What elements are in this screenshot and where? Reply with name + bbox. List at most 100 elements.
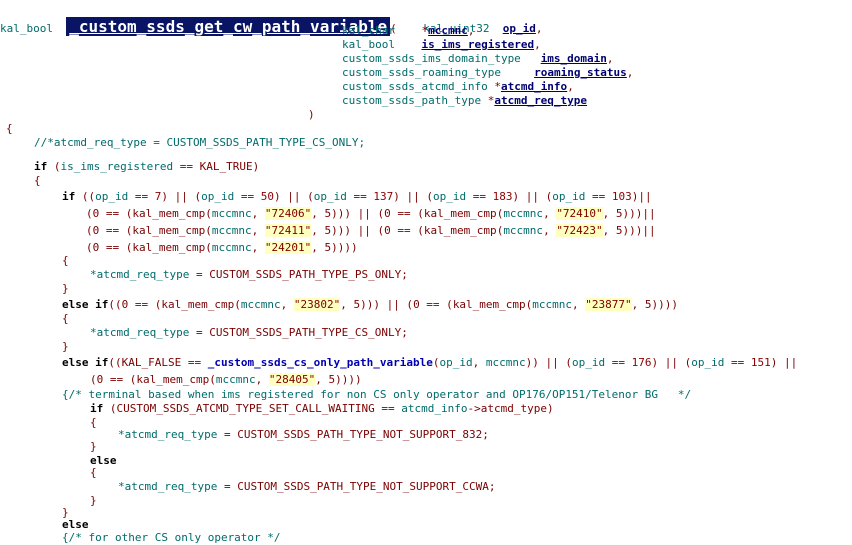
brace: } (62, 506, 69, 519)
identifier[interactable]: atcmd_info (401, 402, 468, 415)
identifier[interactable]: is_ims_registered (60, 160, 174, 173)
brace: { (90, 416, 97, 429)
code-line-4: custom_ssds_ims_domain_type ims_domain, (342, 52, 614, 66)
identifier[interactable]: mccmnc (211, 207, 252, 220)
identifier[interactable]: atcmd_req_type (124, 428, 218, 441)
code-line-19: } (62, 282, 69, 296)
function-call[interactable]: _custom_ssds_cs_only_path_variable (207, 356, 433, 369)
pointer: * (90, 326, 97, 339)
number: 0 (96, 373, 104, 386)
code-line-14: (0 == (kal_mem_cmp(mccmnc, "72406", 5)))… (86, 207, 656, 220)
number: 0 (384, 224, 391, 237)
string: "72411" (264, 224, 312, 237)
code-line-30: } (90, 440, 97, 454)
param-name[interactable]: atcmd_req_type (494, 94, 588, 107)
string: "72423" (556, 224, 603, 237)
code-line-33: *atcmd_req_type = CUSTOM_SSDS_PATH_TYPE_… (118, 480, 496, 493)
string: "72406" (264, 207, 312, 220)
identifier[interactable]: op_id (572, 356, 606, 369)
number: 7 (154, 190, 162, 203)
identifier[interactable]: op_id (433, 190, 467, 203)
code-line-20: else if((0 == (kal_mem_cmp(mccmnc, "2380… (62, 298, 679, 311)
identifier[interactable]: op_id (201, 190, 235, 203)
param-name[interactable]: is_ims_registered (421, 38, 535, 51)
identifier[interactable]: mccmnc (211, 224, 252, 237)
function-call[interactable]: kal_mem_cmp (132, 241, 206, 254)
field: atcmd_type (480, 402, 547, 415)
identifier[interactable]: mccmnc (503, 207, 544, 220)
keyword: else (62, 518, 89, 531)
keyword: else if (62, 298, 109, 311)
code-line-26: {/* terminal based when ims registered f… (62, 388, 691, 402)
param-name[interactable]: roaming_status (534, 66, 627, 79)
identifier[interactable]: op_id (552, 190, 586, 203)
identifier[interactable]: atcmd_req_type (124, 480, 218, 493)
brace: } (62, 282, 69, 295)
pointer: * (494, 80, 501, 93)
param-type: custom_ssds_atcmd_info (342, 80, 488, 93)
constant: CUSTOM_SSDS_PATH_TYPE_CS_ONLY (209, 326, 402, 339)
identifier[interactable]: atcmd_req_type (96, 268, 190, 281)
identifier[interactable]: op_id (95, 190, 129, 203)
code-line-29: *atcmd_req_type = CUSTOM_SSDS_PATH_TYPE_… (118, 428, 489, 441)
function-call[interactable]: kal_mem_cmp (423, 207, 497, 220)
identifier[interactable]: atcmd_req_type (96, 326, 190, 339)
number: 137 (373, 190, 394, 203)
brace: { (34, 174, 41, 187)
code-line-36: else (62, 518, 89, 532)
keyword: if (90, 402, 104, 415)
identifier[interactable]: op_id (691, 356, 725, 369)
function-call[interactable]: kal_mem_cmp (161, 298, 235, 311)
code-line-17: { (62, 254, 69, 268)
constant: CUSTOM_SSDS_PATH_TYPE_NOT_SUPPORT_832 (237, 428, 483, 441)
param-name[interactable]: mccmnc (428, 24, 468, 37)
function-call[interactable]: kal_mem_cmp (423, 224, 497, 237)
comment: {/* for other CS only operator */ (62, 531, 281, 544)
param-name[interactable]: op_id (502, 22, 536, 35)
return-type: kal_bool (0, 22, 53, 35)
paren: ) (308, 108, 315, 121)
pointer: * (421, 24, 429, 37)
comma: , (567, 80, 574, 93)
param-name[interactable]: atcmd_info (500, 80, 568, 93)
identifier[interactable]: mccmnc (532, 298, 573, 311)
code-line-10: //*atcmd_req_type = CUSTOM_SSDS_PATH_TYP… (34, 136, 365, 150)
identifier[interactable]: mccmnc (485, 356, 526, 369)
code-line-2: kal_char *mccmnc, (342, 24, 474, 38)
pointer: * (118, 428, 125, 441)
function-call[interactable]: kal_mem_cmp (452, 298, 526, 311)
selected-function-name[interactable]: _custom_ssds_get_cw_path_variable (66, 17, 391, 36)
brace: { (62, 254, 69, 267)
brace: } (62, 340, 69, 353)
function-call[interactable]: kal_mem_cmp (136, 373, 210, 386)
number: 5 (353, 298, 361, 311)
function-call[interactable]: kal_mem_cmp (132, 207, 206, 220)
brace: { (62, 312, 69, 325)
param-name[interactable]: ims_domain (540, 52, 607, 65)
identifier[interactable]: op_id (439, 356, 473, 369)
number: 5 (615, 224, 623, 237)
code-line-21: { (62, 312, 69, 326)
code-line-11: if (is_ims_registered == KAL_TRUE) (34, 160, 260, 173)
param-type: kal_char (342, 24, 395, 37)
identifier[interactable]: mccmnc (240, 298, 281, 311)
identifier[interactable]: mccmnc (211, 241, 252, 254)
number: 5 (324, 207, 332, 220)
code-line-6: custom_ssds_atcmd_info *atcmd_info, (342, 80, 574, 94)
comma: , (534, 38, 541, 51)
identifier[interactable]: op_id (313, 190, 347, 203)
function-call[interactable]: kal_mem_cmp (132, 224, 206, 237)
comma: , (606, 52, 614, 65)
brace: } (90, 440, 97, 453)
code-line-35: } (62, 506, 69, 520)
identifier[interactable]: mccmnc (215, 373, 256, 386)
number: 5 (644, 298, 652, 311)
code-line-16: (0 == (kal_mem_cmp(mccmnc, "24201", 5)))… (86, 241, 358, 254)
param-type: custom_ssds_path_type (342, 94, 482, 107)
constant: KAL_FALSE (121, 356, 182, 369)
brace: } (90, 494, 97, 507)
keyword: if (34, 160, 48, 173)
paren: ( (390, 22, 397, 35)
identifier[interactable]: mccmnc (503, 224, 544, 237)
